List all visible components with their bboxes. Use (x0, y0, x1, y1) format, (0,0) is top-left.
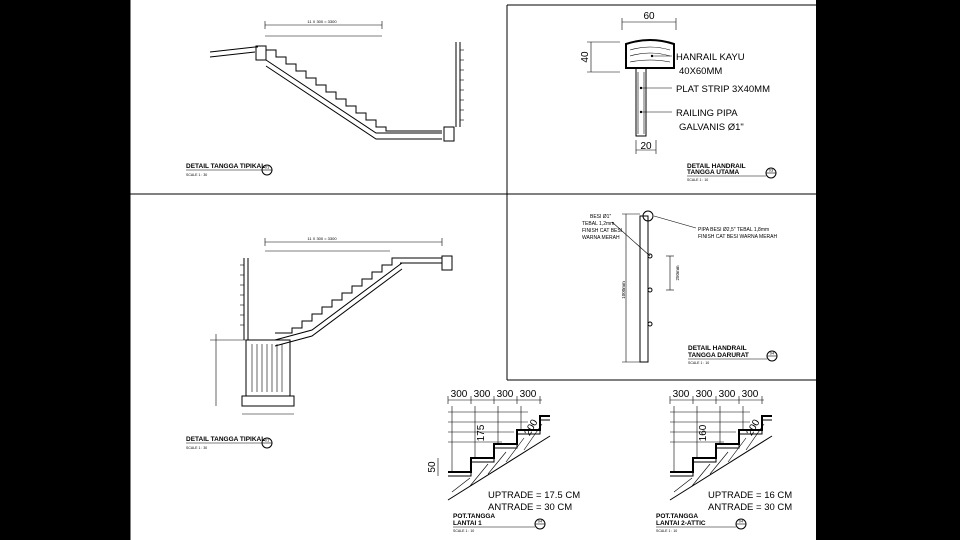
handrail-detail-main: 60 40 20 HANRAIL KAYU 40X60MM PLAT STRIP… (580, 11, 777, 182)
dim-slab: 200 (523, 417, 541, 437)
antrade-label: ANTRADE = 30 CM (488, 502, 572, 513)
stair-detail-bottom: 11 X 300 = 3300 DETAIL TA (186, 236, 453, 450)
rebar-ticks (240, 264, 244, 326)
handrail-detail-emergency: 1000mm 250mm BESI Ø1" TEBAL 1,2mm FINISH… (582, 210, 778, 365)
label-plate: PLAT STRIP 3X40MM (676, 84, 770, 95)
label-galvanis: GALVANIS Ø1" (679, 122, 744, 133)
drawing-number: 03 (769, 168, 774, 173)
label-warna: WARNA MERAH (582, 235, 620, 241)
drawing-scale: SCALE 1 : 30 (186, 446, 207, 450)
label-pipa: PIPA BESI Ø2,5" TEBAL 1,8mm (698, 227, 769, 233)
drawing-number: 04 (770, 351, 775, 356)
dim-label: 11 X 300 = 3300 (307, 236, 337, 241)
antrade-label: ANTRADE = 30 CM (708, 502, 792, 513)
drawing-number: 04 (739, 519, 744, 524)
drawing-title-l1: POT.TANGGA (656, 513, 698, 520)
drawing-number: 04 (538, 519, 543, 524)
dim-left: 50 (427, 461, 438, 473)
dim-tread: 300 (520, 389, 537, 400)
drawing-scale: SCALE 1 : 10 (687, 178, 708, 182)
drawing-title-l1: POT.TANGGA (453, 513, 495, 520)
foundation-hatch (251, 344, 283, 392)
drawing-title-l2: TANGGA DARURAT (688, 352, 749, 359)
dim-bottom: 20 (640, 141, 652, 152)
uptrade-label: UPTRADE = 17.5 CM (488, 490, 580, 501)
dim-tread: 300 (474, 389, 491, 400)
dim-spacing: 250mm (675, 265, 680, 280)
label-tebal: TEBAL 1,2mm (582, 221, 614, 227)
drawing-title: DETAIL TANGGA TIPIKAL (186, 436, 265, 443)
drawing-title: DETAIL TANGGA TIPIKAL (186, 163, 265, 170)
sheet-frame (130, 0, 816, 540)
drawing-title-l2: TANGGA UTAMA (687, 169, 740, 176)
stair-detail-top: 11 X 300 = 3300 DETAIL TANGGA TIPIKAL SC… (186, 19, 464, 177)
dim-rise: 175 (476, 424, 487, 441)
drawing-scale: SCALE 1 : 10 (656, 529, 677, 533)
drawing-number: 01 (265, 438, 270, 443)
concrete-hatch (673, 423, 765, 493)
drawing-title-l1: DETAIL HANDRAIL (687, 163, 746, 170)
stair-section-floor-2: 300 300 300 300 160 200 UPTRADE = 16 CM … (656, 389, 792, 533)
drawing-scale: SCALE 1 : 30 (186, 173, 207, 177)
dim-tread: 300 (451, 389, 468, 400)
label-besi: BESI Ø1" (590, 214, 611, 220)
label-finish-2: FINISH CAT BESI WARNA MERAH (698, 234, 777, 240)
drawing-title-l2: LANTAI 2-ATTIC (656, 520, 706, 527)
dim-height: 1000mm (621, 281, 626, 299)
label-pipe: RAILING PIPA (676, 108, 738, 119)
stair-section-floor-1: 300 300 300 300 175 200 50 UPTRADE = 17.… (427, 389, 580, 533)
rebar-ticks (460, 49, 464, 121)
dim-tread: 300 (497, 389, 514, 400)
drawing-scale: SCALE 1 : 10 (453, 529, 474, 533)
dim-height: 40 (580, 51, 591, 63)
dim-rise: 160 (698, 424, 709, 441)
dim-width: 60 (643, 11, 655, 22)
label-handrail: HANRAIL KAYU (676, 52, 745, 63)
label-size: 40X60MM (679, 66, 722, 77)
cad-drawing: 11 X 300 = 3300 DETAIL TANGGA TIPIKAL SC… (130, 0, 816, 540)
dim-slab: 200 (745, 417, 763, 437)
dim-label: 11 X 300 = 3300 (307, 19, 337, 24)
drawing-title-l1: DETAIL HANDRAIL (688, 345, 747, 352)
concrete-hatch (451, 423, 543, 493)
dim-tread: 300 (696, 389, 713, 400)
drawing-title-l2: LANTAI 1 (453, 520, 482, 527)
dim-tread: 300 (673, 389, 690, 400)
drawing-scale: SCALE 1 : 10 (688, 361, 709, 365)
drawing-number: 01 (265, 165, 270, 170)
dim-tread: 300 (742, 389, 759, 400)
uptrade-label: UPTRADE = 16 CM (708, 490, 792, 501)
dim-tread: 300 (719, 389, 736, 400)
label-finish: FINISH CAT BESI (582, 228, 622, 234)
drawing-sheet: 11 X 300 = 3300 DETAIL TANGGA TIPIKAL SC… (130, 0, 816, 540)
